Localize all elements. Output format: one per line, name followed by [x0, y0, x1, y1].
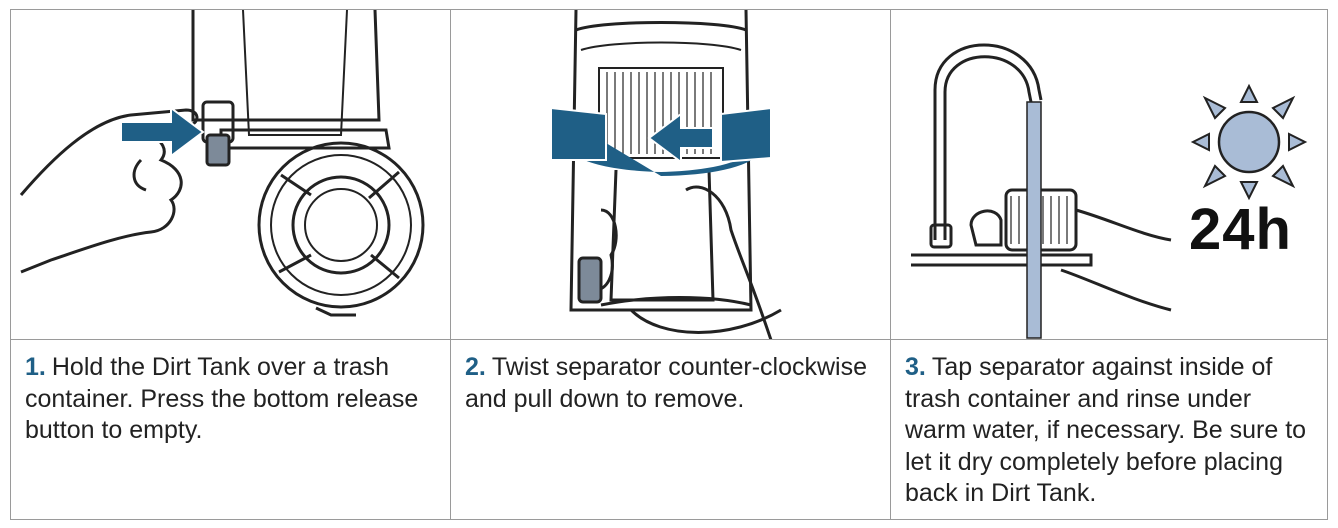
instruction-grid: 24h 1.Hold the Dirt Tank over a trash co… [10, 9, 1328, 520]
separator-twist-drawing [550, 10, 782, 339]
rinse-and-dry-drawing [911, 43, 1308, 339]
step-2-number: 2. [465, 353, 486, 381]
sun-icon [1190, 83, 1308, 201]
dirt-tank-release-drawing [19, 10, 425, 317]
rotate-arrow-icon [550, 106, 772, 176]
step-1-text: 1.Hold the Dirt Tank over a trash contai… [11, 340, 451, 519]
step-1-illustration [11, 10, 451, 340]
arrow-right-icon [120, 106, 205, 158]
step-3-illustration: 24h [891, 10, 1327, 340]
dry-time-label: 24h [1189, 197, 1292, 262]
water-stream [1026, 101, 1042, 339]
step-2-text: 2.Twist separator counter-clockwise and … [451, 340, 891, 519]
step-3-text: 3.Tap separator against inside of trash … [891, 340, 1327, 519]
step-3-description: Tap separator against inside of trash co… [905, 353, 1307, 507]
step-1-number: 1. [25, 353, 46, 381]
step-1-description: Hold the Dirt Tank over a trash containe… [25, 353, 419, 444]
step-2-description: Twist separator counter-clockwise and pu… [465, 353, 867, 413]
step-2-illustration [451, 10, 891, 340]
step-3-number: 3. [905, 353, 926, 381]
